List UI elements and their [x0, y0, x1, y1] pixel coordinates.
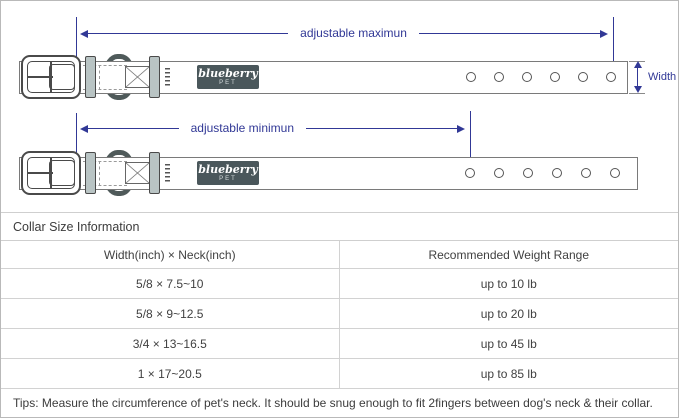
blueberry-pet-logo: blueberry PET	[197, 161, 259, 185]
extension-line	[76, 17, 77, 63]
table-row: 5/8 × 9~12.5 up to 20 lb	[1, 299, 678, 329]
table-header-row: Width(inch) × Neck(inch) Recommended Wei…	[1, 241, 678, 269]
collar-strap	[19, 157, 638, 190]
keeper-band	[85, 56, 96, 98]
arrow-up-icon	[634, 61, 642, 68]
size-tag	[165, 68, 170, 87]
keeper-band	[149, 56, 160, 98]
brand-name: blueberry	[198, 67, 258, 80]
collar-hole	[523, 168, 533, 178]
stitching	[99, 65, 100, 90]
x-stitch-box	[125, 162, 150, 184]
keeper-band	[149, 152, 160, 194]
buckle	[21, 151, 81, 195]
collar-hole	[581, 168, 591, 178]
size-table: Collar Size Information Width(inch) × Ne…	[1, 212, 678, 417]
collar-hole	[606, 72, 616, 82]
arrow-right-icon	[457, 124, 465, 133]
buckle-prong	[27, 172, 53, 174]
extension-line	[613, 17, 614, 93]
collar-max-view: blueberry PET	[19, 53, 644, 101]
keeper-band	[85, 152, 96, 194]
arrow-left-icon	[80, 124, 88, 133]
collar-diagram: adjustable maximun blueberry PET	[1, 1, 678, 212]
table-row: 5/8 × 7.5~10 up to 10 lb	[1, 269, 678, 299]
weight-value: up to 20 lb	[480, 306, 537, 321]
size-value: 3/4 × 13~16.5	[1, 329, 340, 358]
max-dimension-line: adjustable maximun	[80, 27, 608, 40]
table-title: Collar Size Information	[1, 213, 678, 241]
stitching	[83, 161, 127, 162]
size-tag	[165, 164, 170, 183]
collar-hole	[552, 168, 562, 178]
collar-hole	[465, 168, 475, 178]
extension-line	[76, 113, 77, 159]
tips-text: Tips: Measure the circumference of pet's…	[13, 396, 653, 410]
table-row: 3/4 × 13~16.5 up to 45 lb	[1, 329, 678, 359]
size-value: 5/8 × 7.5~10	[1, 269, 340, 298]
brand-sub: PET	[219, 176, 237, 182]
collar-hole	[610, 168, 620, 178]
buckle-prong	[27, 76, 53, 78]
brand-name: blueberry	[198, 163, 258, 176]
arrow-right-icon	[600, 29, 608, 38]
collar-min-view: blueberry PET	[19, 149, 654, 197]
weight-value: up to 10 lb	[480, 276, 537, 291]
stitching	[83, 185, 127, 186]
brand-sub: PET	[219, 80, 237, 86]
stitching	[99, 161, 100, 186]
width-tick	[629, 93, 645, 94]
arrow-down-icon	[634, 86, 642, 93]
column-header-weight: Recommended Weight Range	[428, 247, 590, 262]
collar-hole	[522, 72, 532, 82]
stitching	[83, 65, 127, 66]
stitching	[83, 89, 127, 90]
table-row: 1 × 17~20.5 up to 85 lb	[1, 359, 678, 389]
collar-hole	[550, 72, 560, 82]
collar-hole	[466, 72, 476, 82]
weight-value: up to 45 lb	[480, 336, 537, 351]
x-stitch-box	[125, 66, 150, 88]
min-dimension-line: adjustable minimun	[80, 122, 465, 135]
arrow-left-icon	[80, 29, 88, 38]
collar-hole	[494, 72, 504, 82]
collar-hole	[494, 168, 504, 178]
adjustable-maximum-label: adjustable maximun	[300, 26, 407, 40]
width-arrow	[637, 64, 638, 90]
size-value: 1 × 17~20.5	[1, 359, 340, 388]
size-value: 5/8 × 9~12.5	[1, 299, 340, 328]
blueberry-pet-logo: blueberry PET	[197, 65, 259, 89]
width-label: Width	[648, 71, 677, 83]
weight-value: up to 85 lb	[480, 366, 537, 381]
extension-line	[470, 111, 471, 175]
collar-hole	[578, 72, 588, 82]
buckle	[21, 55, 81, 99]
adjustable-minimum-label: adjustable minimun	[190, 121, 294, 135]
column-header-size: Width(inch) × Neck(inch)	[1, 241, 340, 268]
